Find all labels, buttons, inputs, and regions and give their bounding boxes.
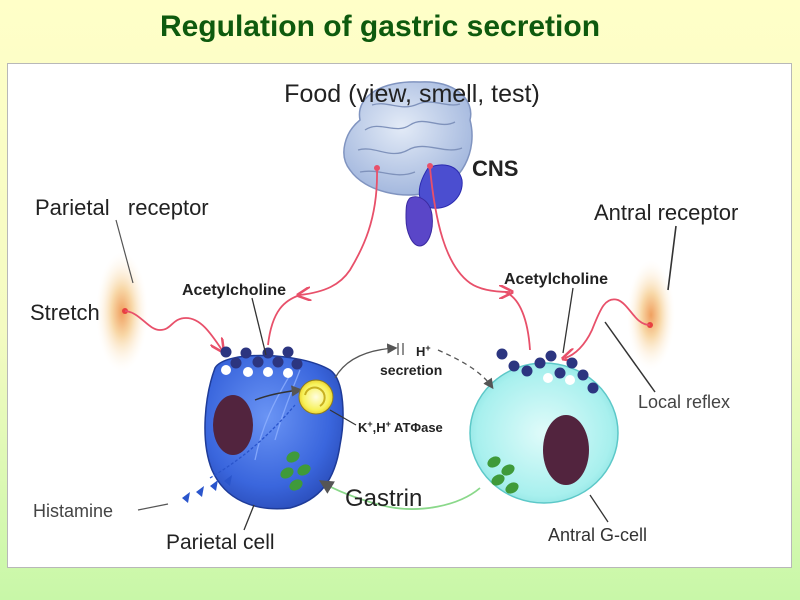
nerve-left-branch bbox=[267, 294, 301, 346]
histamine-molecules bbox=[182, 475, 232, 503]
neuron-dot-left bbox=[374, 165, 380, 171]
g-cell-vesicles bbox=[496, 348, 599, 394]
antral-receptor-label: Antral receptor bbox=[594, 200, 738, 225]
histamine-arrow bbox=[209, 404, 296, 479]
g-cell-nucleus bbox=[543, 415, 589, 485]
neuron-dot-right bbox=[427, 163, 433, 169]
ach-left-pointer bbox=[251, 297, 267, 356]
h-secretion-arrow-right bbox=[437, 349, 494, 390]
stretch-label: Stretch bbox=[30, 300, 100, 325]
antral-receptor bbox=[627, 260, 675, 370]
local-reflex-label: Local reflex bbox=[638, 392, 730, 412]
h-secretion-arrow-top bbox=[334, 343, 398, 379]
nerve-right-branch bbox=[504, 291, 531, 351]
acetylcholine-left-label: Acetylcholine bbox=[182, 282, 286, 299]
parietal-cell-label: Parietal cell bbox=[166, 531, 275, 554]
secretion-label: secretion bbox=[380, 362, 442, 378]
antral-nerve bbox=[565, 298, 651, 358]
parietal-receptor-label: Parietal receptor bbox=[35, 195, 209, 220]
nerve-left bbox=[300, 169, 378, 295]
antral-g-cell-label: Antral G-cell bbox=[548, 525, 647, 545]
ach-right-pointer bbox=[562, 287, 574, 354]
food-label: Food (view, smell, test) bbox=[284, 80, 540, 108]
g-cell-pointer bbox=[589, 494, 609, 523]
stretch-nerve bbox=[124, 310, 222, 350]
page-title: Regulation of gastric secretion bbox=[159, 10, 601, 43]
nerve-right bbox=[429, 167, 510, 292]
atpase-pump-icon bbox=[298, 379, 334, 415]
gastrin-arrow bbox=[318, 480, 481, 510]
stretch-receptor bbox=[96, 252, 148, 372]
histamine-pointer bbox=[137, 503, 169, 511]
histamine-label: Histamine bbox=[33, 501, 113, 521]
acetylcholine-right-label: Acetylcholine bbox=[504, 271, 608, 288]
local-reflex-pointer bbox=[604, 321, 656, 393]
parietal-receptor-pointer bbox=[115, 219, 134, 284]
antral-receptor-pointer bbox=[667, 225, 677, 291]
parietal-vesicles bbox=[220, 346, 303, 378]
parietal-cell bbox=[204, 354, 344, 510]
parietal-nucleus bbox=[213, 395, 253, 455]
parietal-cell-pointer bbox=[243, 504, 255, 531]
gastrin-granules bbox=[280, 451, 519, 494]
h-plus-label: H+ bbox=[416, 343, 431, 359]
gastrin-label: Gastrin bbox=[345, 485, 422, 512]
cns-label: CNS bbox=[472, 156, 518, 181]
atpase-label: K+,H+ ATΦase bbox=[358, 419, 443, 435]
atpase-pointer bbox=[329, 409, 357, 426]
